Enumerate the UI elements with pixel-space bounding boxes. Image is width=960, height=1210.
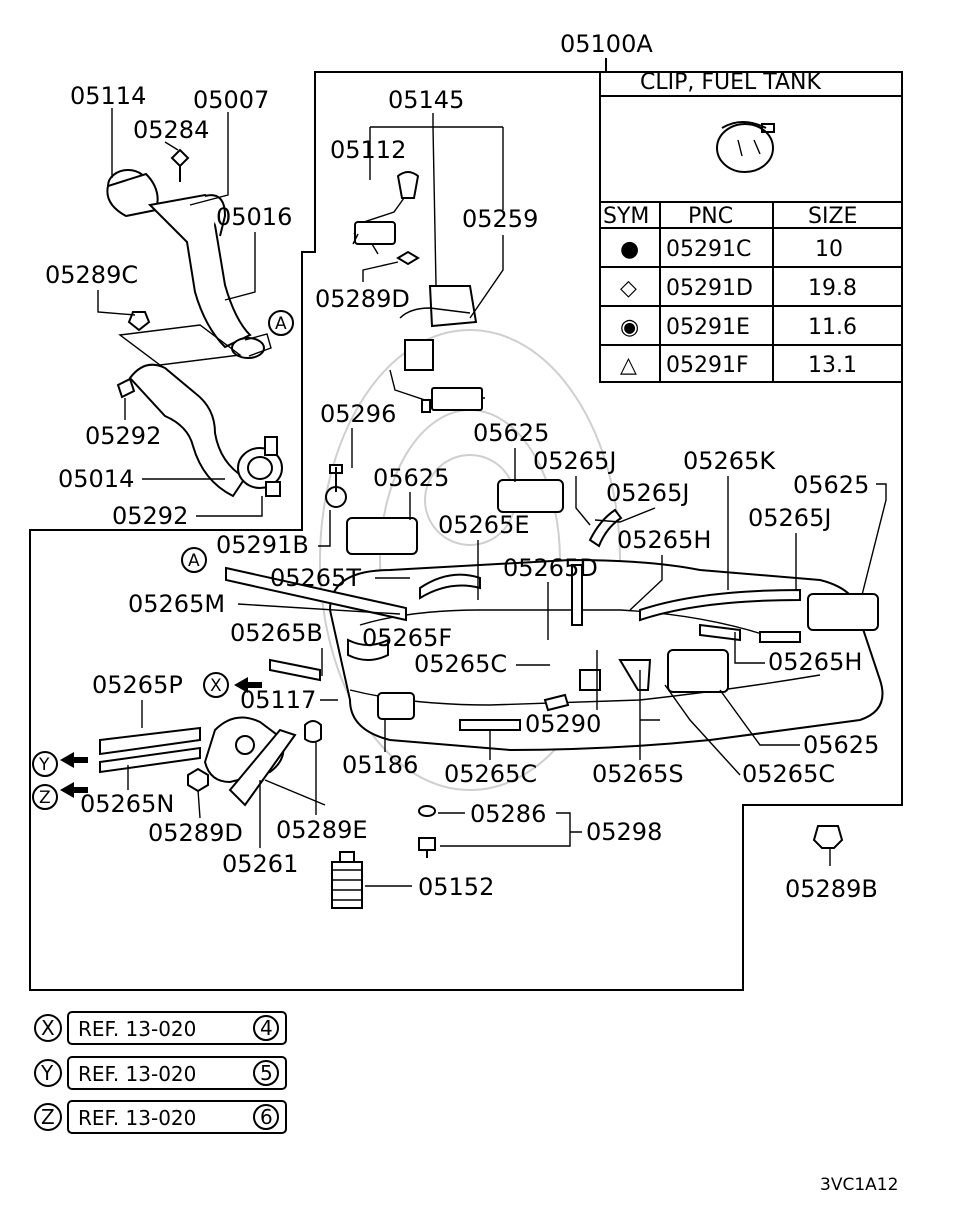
- label-05625-d: 05625: [803, 731, 879, 759]
- label-05292-a: 05292: [85, 422, 161, 450]
- col-pnc: PNC: [688, 204, 733, 229]
- label-05114: 05114: [70, 82, 146, 110]
- filler-pipe-lower-drawing: [99, 716, 326, 807]
- label-05265c-b: 05265C: [444, 760, 537, 788]
- row-sym: ◇: [620, 276, 637, 301]
- arrow-z: [60, 782, 88, 798]
- reference-list: X REF. 13-020 4 Y REF. 13-020 5 Z REF. 1…: [34, 1011, 287, 1134]
- row-sym: △: [620, 353, 637, 378]
- label-05625-b: 05625: [473, 419, 549, 447]
- fuel-pump-sender-drawing: [352, 171, 486, 413]
- circle-x: [203, 672, 229, 698]
- label-05289e: 05289E: [276, 816, 368, 844]
- label-05265k: 05265K: [683, 447, 776, 475]
- label-05265d: 05265D: [503, 554, 598, 582]
- label-05289d-top: 05289D: [315, 285, 410, 313]
- circle-y-label: Y: [38, 755, 50, 775]
- label-05016: 05016: [216, 203, 292, 231]
- label-05145: 05145: [388, 86, 464, 114]
- arrow-x: [234, 677, 262, 693]
- label-05265b: 05265B: [230, 619, 323, 647]
- label-05112: 05112: [330, 136, 406, 164]
- label-05186: 05186: [342, 751, 418, 779]
- circle-a-top-label: A: [275, 314, 287, 334]
- label-05014: 05014: [58, 465, 134, 493]
- row-size: 13.1: [808, 353, 857, 378]
- row-sym: ●: [620, 237, 639, 262]
- circle-a-top: [268, 310, 294, 336]
- label-05265c-a: 05265C: [414, 650, 507, 678]
- row-size: 10: [815, 237, 843, 262]
- label-05265h-a: 05265H: [617, 526, 711, 554]
- ref-num-z: 6: [260, 1105, 273, 1129]
- drain-plug-drawing: [331, 805, 844, 909]
- label-05292-b: 05292: [112, 502, 188, 530]
- clip-icon: [716, 121, 775, 173]
- circle-z-label: Z: [39, 788, 51, 808]
- label-05625-a: 05625: [373, 464, 449, 492]
- label-05265t: 05265T: [270, 564, 361, 592]
- ref-num-x: 4: [260, 1016, 273, 1040]
- label-05625-c: 05625: [793, 471, 869, 499]
- circle-a-mid: [181, 547, 207, 573]
- label-05259: 05259: [462, 205, 538, 233]
- clip-table: CLIP, FUEL TANK SYM PNC SIZE ● 05291C 10…: [599, 70, 903, 383]
- row-pnc: 05291E: [666, 315, 750, 340]
- label-05007: 05007: [193, 86, 269, 114]
- label-05265n: 05265N: [80, 790, 174, 818]
- label-05289b: 05289B: [785, 875, 878, 903]
- ref-text-z: REF. 13-020: [78, 1106, 196, 1130]
- col-size: SIZE: [808, 204, 857, 229]
- row-size: 11.6: [808, 315, 857, 340]
- ref-num-y: 5: [260, 1061, 273, 1085]
- label-05265m: 05265M: [128, 590, 225, 618]
- fuel-tank-drawing: [225, 464, 884, 752]
- ref-key-y: Y: [40, 1061, 54, 1085]
- label-05152: 05152: [418, 873, 494, 901]
- circle-z: [32, 784, 58, 810]
- label-05265j-c: 05265J: [748, 504, 831, 532]
- label-05265f: 05265F: [362, 624, 452, 652]
- assembly-boundary: [29, 71, 903, 991]
- label-05265h-b: 05265H: [768, 648, 862, 676]
- label-05296: 05296: [320, 400, 396, 428]
- main-assembly-label: 05100A: [560, 30, 653, 58]
- label-05265p: 05265P: [92, 671, 183, 699]
- circle-a-mid-label: A: [188, 551, 200, 571]
- filler-neck-drawing: [106, 148, 283, 498]
- row-pnc: 05291D: [666, 276, 753, 301]
- label-05265s: 05265S: [592, 760, 684, 788]
- ref-key-z: Z: [41, 1105, 55, 1129]
- clip-table-title: CLIP, FUEL TANK: [640, 70, 822, 95]
- label-05265j-a: 05265J: [533, 447, 616, 475]
- row-sym: ◉: [620, 315, 639, 340]
- label-05261: 05261: [222, 850, 298, 878]
- row-pnc: 05291C: [666, 237, 751, 262]
- label-05289c: 05289C: [45, 261, 138, 289]
- ref-key-x: X: [41, 1016, 55, 1040]
- label-05265e: 05265E: [438, 511, 530, 539]
- label-05117: 05117: [240, 686, 316, 714]
- row-size: 19.8: [808, 276, 857, 301]
- circle-y: [32, 751, 58, 777]
- label-05286: 05286: [470, 800, 546, 828]
- figure-code: 3VC1A12: [820, 1175, 898, 1195]
- circle-x-label: X: [210, 676, 222, 696]
- label-05289d-bot: 05289D: [148, 819, 243, 847]
- label-05298: 05298: [586, 818, 662, 846]
- col-sym: SYM: [603, 204, 649, 229]
- label-05291b: 05291B: [216, 531, 309, 559]
- label-05265c-c: 05265C: [742, 760, 835, 788]
- label-05290: 05290: [525, 710, 601, 738]
- arrow-y: [60, 752, 88, 768]
- label-05265j-b: 05265J: [606, 479, 689, 507]
- ref-text-x: REF. 13-020: [78, 1017, 196, 1041]
- row-pnc: 05291F: [666, 353, 749, 378]
- ref-text-y: REF. 13-020: [78, 1062, 196, 1086]
- label-05284: 05284: [133, 116, 209, 144]
